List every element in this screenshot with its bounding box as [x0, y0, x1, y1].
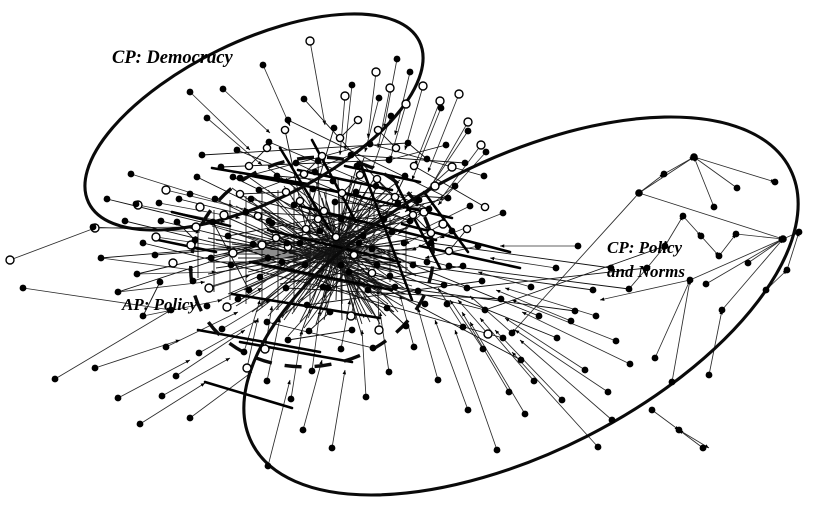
label-cp-policy-norms-line1: CP: Policy	[607, 238, 683, 257]
cluster-label-group: CP: Democracy CP: Policy and Norms AP: P…	[112, 48, 685, 314]
node-group-filled	[19, 55, 803, 470]
edge-group-right	[511, 156, 800, 449]
label-ap-policy: AP: Policy	[121, 295, 198, 314]
label-cp-democracy: CP: Democracy	[112, 48, 234, 68]
edge-group-heavy	[156, 138, 522, 410]
label-cp-policy-norms-line2: and Norms	[607, 262, 685, 281]
edge-group-lower	[208, 244, 631, 467]
cluster-outline-cp-policy-norms	[242, 115, 800, 497]
